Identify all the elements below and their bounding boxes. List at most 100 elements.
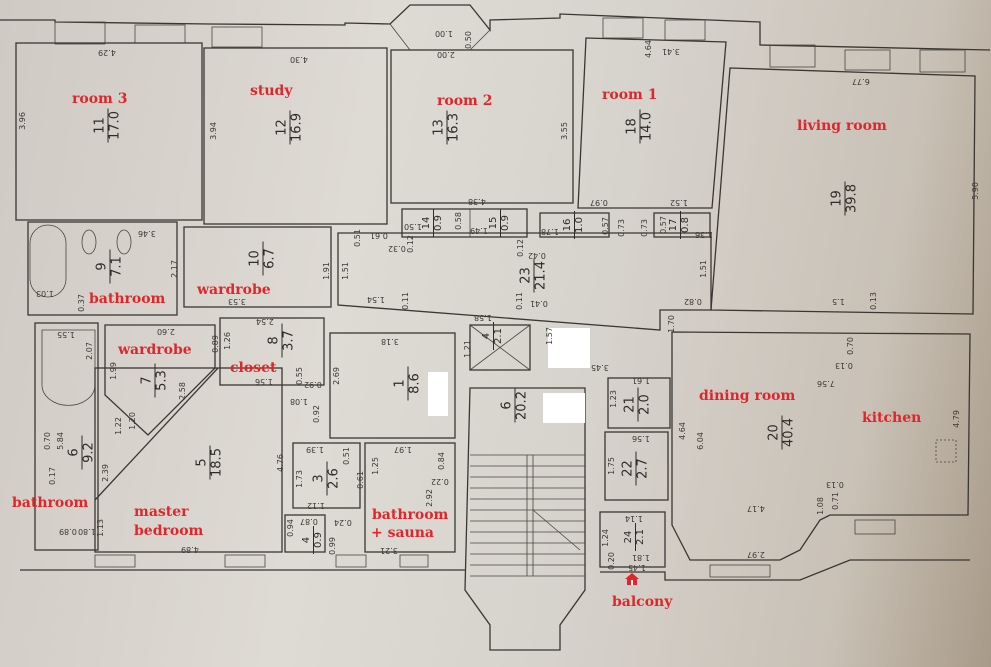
dimension-label: 1.99 bbox=[108, 362, 118, 380]
room-area: 2.0 bbox=[637, 393, 653, 415]
lift-outline bbox=[469, 324, 531, 371]
room-area: 2.1 bbox=[492, 328, 504, 344]
room-area: 2.7 bbox=[635, 457, 651, 479]
dimension-label: 0.92 bbox=[304, 380, 322, 389]
dimension-label: 7.56 bbox=[817, 379, 835, 388]
dimension-label: 4.38 bbox=[468, 197, 486, 206]
label-kitchen: kitchen bbox=[862, 410, 922, 426]
dimension-label: 3.96 bbox=[17, 112, 27, 130]
label-master: master bbox=[134, 504, 189, 520]
dimension-label: 2.97 bbox=[747, 550, 765, 559]
label-bedroom: bedroom bbox=[134, 523, 204, 539]
room-number: 23 bbox=[519, 258, 535, 292]
room-number: 4 bbox=[481, 322, 494, 350]
dimension-label: 0.82 bbox=[684, 297, 702, 306]
house-icon bbox=[625, 573, 639, 585]
wardrobe-left-outline bbox=[104, 324, 216, 436]
dimension-label: 1.22 bbox=[113, 417, 123, 435]
label-bathroom-top: bathroom bbox=[89, 291, 166, 307]
room-number: 11 bbox=[93, 108, 109, 142]
label-bathroom-sauna: bathroom bbox=[372, 507, 449, 523]
dimension-label: 1.91 bbox=[321, 262, 331, 280]
dimension-label: 1.55 bbox=[57, 330, 75, 339]
dimension-label: 0.87 bbox=[300, 517, 318, 526]
room-number: 14 bbox=[421, 209, 434, 237]
dimension-label: 1.00 bbox=[435, 29, 453, 38]
room-3-outline bbox=[15, 42, 203, 221]
dimension-label: 3.94 bbox=[208, 122, 218, 140]
dimension-label: 1.73 bbox=[294, 470, 304, 488]
dimension-label: 6.04 bbox=[695, 432, 705, 450]
dimension-label: 1.61 bbox=[632, 376, 650, 385]
room-number: 18 bbox=[625, 109, 641, 143]
dimension-label: 1.14 bbox=[625, 514, 643, 523]
dimension-label: 0.11 bbox=[400, 292, 410, 310]
dimension-label: 5.84 bbox=[55, 432, 65, 450]
room-number: 21 bbox=[623, 387, 639, 421]
dimension-label: 3.46 bbox=[138, 229, 156, 238]
dimension-label: 2.92 bbox=[424, 489, 434, 507]
redaction-box bbox=[548, 328, 590, 368]
dining-kitchen-outline bbox=[671, 331, 971, 561]
dimension-label: 3.55 bbox=[559, 122, 569, 140]
room-area: 3.7 bbox=[281, 329, 297, 351]
room-area: 0.9 bbox=[432, 215, 444, 231]
dimension-label: 3.45 bbox=[591, 363, 609, 372]
room-area: 2.6 bbox=[326, 467, 342, 489]
room-area: 0.8 bbox=[679, 217, 691, 233]
room-area: 18.5 bbox=[209, 447, 225, 477]
dimension-label: 0.12 bbox=[515, 239, 525, 257]
room-area: 0.9 bbox=[499, 215, 511, 231]
room-number: 6 bbox=[500, 388, 516, 422]
room-area: 16.9 bbox=[289, 112, 305, 142]
dimension-label: 1.24 bbox=[600, 529, 610, 547]
room-number: 7 bbox=[140, 363, 156, 397]
dimension-label: 1.51 bbox=[340, 262, 350, 280]
label-room-2: room 2 bbox=[437, 93, 493, 109]
wardrobe-top-outline bbox=[183, 226, 332, 308]
label-closet: closet bbox=[230, 360, 277, 376]
room-number: 5 bbox=[195, 445, 211, 479]
dimension-label: 0.73 bbox=[616, 219, 626, 237]
room-1-outline bbox=[577, 37, 727, 209]
dimension-label: 3.21 bbox=[380, 546, 398, 555]
dimension-label: 1.52 bbox=[670, 198, 688, 207]
dimension-label: 1.23 bbox=[608, 390, 618, 408]
room-number: 17 bbox=[668, 211, 681, 239]
dimension-label: 0.20 bbox=[606, 552, 616, 570]
dimension-label: 0.41 bbox=[530, 299, 548, 308]
label-room-1: room 1 bbox=[602, 87, 658, 103]
dimension-label: 1.39 bbox=[306, 445, 324, 454]
dimension-label: 1.26 bbox=[222, 332, 232, 350]
room-area: 21.4 bbox=[533, 260, 549, 290]
dimension-label: 2.00 bbox=[437, 50, 455, 59]
dimension-label: 0.42 bbox=[528, 251, 546, 260]
dimension-label: 0.92 bbox=[311, 405, 321, 423]
dimension-label: 1.56 bbox=[632, 434, 650, 443]
dimension-label: 1.03 bbox=[36, 289, 54, 298]
label-wardrobe-left: wardrobe bbox=[118, 342, 192, 358]
room-area: 8.6 bbox=[407, 372, 423, 394]
dimension-label: 0.73 bbox=[639, 219, 649, 237]
dimension-label: 1.56 bbox=[255, 377, 273, 386]
redaction-box bbox=[543, 393, 585, 423]
dimension-label: 3.53 bbox=[228, 297, 246, 306]
label-sauna: + sauna bbox=[371, 525, 434, 541]
dimension-label: 0.24 bbox=[334, 518, 352, 527]
bathroom-left-outline bbox=[34, 322, 99, 551]
